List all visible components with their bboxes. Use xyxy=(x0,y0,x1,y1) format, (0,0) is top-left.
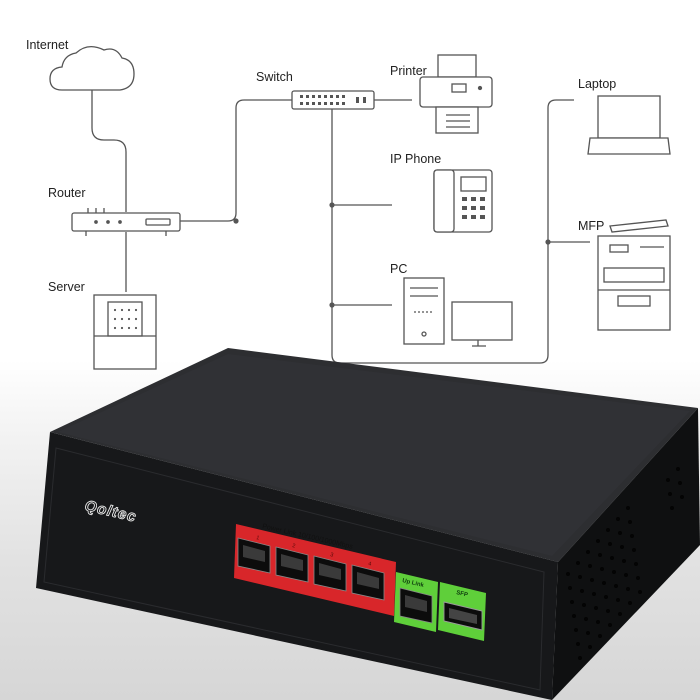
line-internet-router xyxy=(91,88,127,212)
port-number-2: 2 xyxy=(292,543,296,550)
label-pc: PC xyxy=(390,262,407,276)
uplink-label: Up Link xyxy=(402,578,425,589)
label-printer: Printer xyxy=(390,64,427,78)
connection-lines xyxy=(91,88,590,364)
port-number-4: 4 xyxy=(368,561,372,568)
label-switch: Switch xyxy=(256,70,293,84)
vent-holes xyxy=(566,467,684,660)
line-router-switch xyxy=(180,99,292,222)
cloud-icon xyxy=(49,46,135,91)
pc-tower-icon xyxy=(403,277,445,345)
server-icon xyxy=(93,294,157,370)
port-number-1: 1 xyxy=(256,535,260,542)
port-number-3: 3 xyxy=(330,552,334,559)
label-internet: Internet xyxy=(26,38,69,52)
router-icon xyxy=(71,208,181,236)
ip-phone-icon xyxy=(433,169,493,233)
printer-icon xyxy=(419,54,493,134)
switch-icon xyxy=(291,90,375,110)
label-ip-phone: IP Phone xyxy=(390,152,441,166)
monitor-icon xyxy=(451,301,513,347)
mfp-icon xyxy=(597,219,671,331)
laptop-icon xyxy=(587,95,671,155)
label-mfp: MFP xyxy=(578,219,604,233)
switch-side-face xyxy=(552,408,700,700)
label-laptop: Laptop xyxy=(578,77,616,91)
diagram-icons xyxy=(49,46,671,370)
junction-dots xyxy=(233,202,551,308)
label-server: Server xyxy=(48,280,85,294)
label-router: Router xyxy=(48,186,86,200)
line-switch-bus xyxy=(331,99,574,364)
sfp-label: SFP xyxy=(456,590,469,598)
network-switch-device: Qoltec Power Link 10/100/1000Mbps 1 2 3 … xyxy=(36,348,700,700)
